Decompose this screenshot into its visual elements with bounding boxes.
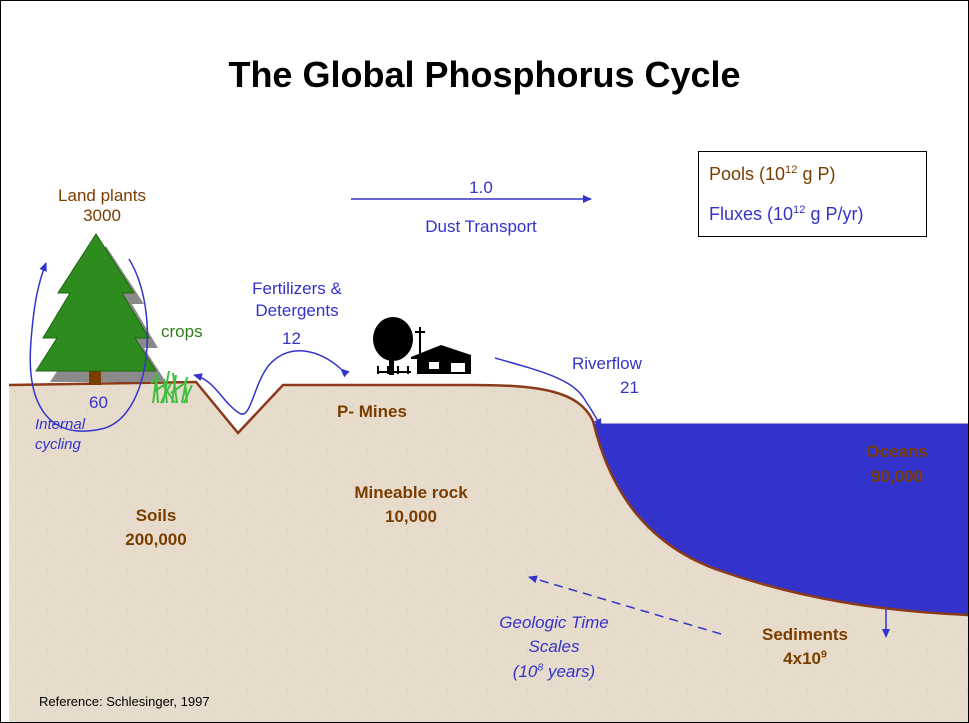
soils-value: 200,000	[125, 530, 187, 549]
crops-label: crops	[161, 322, 203, 341]
riverflow-label: Riverflow	[572, 354, 642, 373]
internal-cycling-arrow	[29, 258, 149, 432]
mineable-rock-value: 10,000	[385, 507, 437, 526]
land-area	[9, 382, 968, 722]
geologic-time-label-2: Scales	[528, 637, 580, 656]
farm-house-icon	[373, 317, 471, 375]
geologic-time-arrow	[528, 575, 722, 635]
oceans-label: Oceans	[866, 442, 928, 461]
p-mines-label: P- Mines	[337, 402, 407, 421]
page-title: The Global Phosphorus Cycle	[228, 54, 741, 95]
ocean-area	[593, 424, 968, 615]
sediments-label: Sediments	[762, 625, 848, 644]
legend-fluxes: Fluxes (1012 g P/yr)	[709, 204, 864, 224]
geologic-time-label-1: Geologic Time	[499, 613, 609, 632]
legend-pools: Pools (1012 g P)	[709, 164, 836, 184]
riverflow-value: 21	[620, 378, 639, 397]
soils-label: Soils	[135, 506, 177, 525]
fertilizers-label-1: Fertilizers &	[252, 279, 342, 298]
legend-box: Pools (1012 g P) Fluxes (1012 g P/yr)	[698, 151, 927, 237]
mineable-rock-label: Mineable rock	[354, 483, 468, 502]
dust-transport-value: 1.0	[469, 178, 493, 197]
internal-cycling-value: 60	[89, 393, 108, 412]
crops-icon	[150, 370, 193, 404]
fertilizers-value: 12	[282, 329, 301, 348]
reference-note: Reference: Schlesinger, 1997	[39, 694, 210, 709]
tree-icon	[35, 233, 166, 385]
internal-cycling-label-2: cycling	[35, 436, 81, 453]
land-outline	[8, 380, 968, 617]
internal-cycling-label-1: Internal	[35, 416, 86, 433]
fertilizers-label-2: Detergents	[255, 301, 339, 320]
riverflow-arrow	[494, 357, 602, 428]
land-plants-value: 3000	[83, 206, 121, 225]
fertilizer-flux-arrow	[193, 350, 350, 415]
land-plants-label: Land plants	[58, 186, 146, 205]
geologic-time-label-3: (108 years)	[512, 661, 596, 681]
sediments-value: 4x109	[783, 648, 827, 668]
oceans-value: 90,000	[871, 467, 923, 486]
dust-transport-label: Dust Transport	[425, 217, 537, 236]
